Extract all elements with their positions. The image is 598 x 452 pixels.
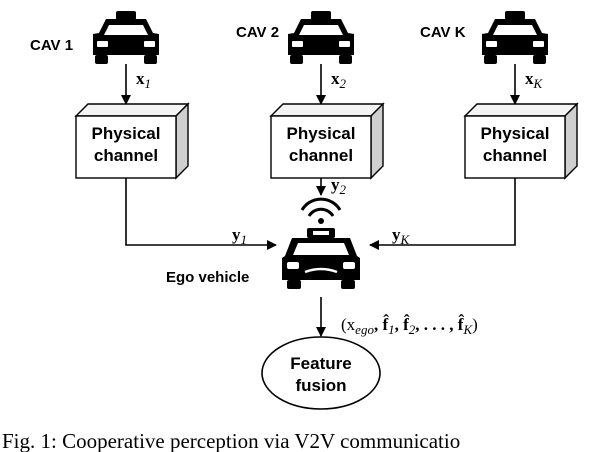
car-icon [93,11,159,64]
feature-fusion-label-line1: Feature [290,354,351,373]
cav-2-label: CAV 2 [236,24,279,41]
channel-k-label-line2: channel [483,146,547,165]
channel-2-label-line1: Physical [287,124,356,143]
yk-arrow [369,178,516,250]
cav-2-group: CAV 2 x2 Physical channel [236,11,384,179]
cav-1-group: CAV 1 x1 Physical channel [30,11,189,179]
feature-fusion-label-line2: fusion [296,376,347,395]
signal-y1-label: y1 [232,225,247,247]
signal-yk-label: yK [392,225,411,247]
car-icon [288,11,354,64]
y1-arrow [125,178,277,250]
car-icon [482,11,548,64]
fusion-input-label: (xego, f̂1, f̂2, . . . , f̂K) [341,315,478,337]
signal-xk-label: xK [525,69,544,91]
cav-1-label: CAV 1 [30,37,73,54]
ego-car-icon [282,228,360,289]
channel-1-label-line2: channel [94,146,158,165]
figure-caption: Fig. 1: Cooperative perception via V2V c… [2,429,460,452]
signal-y2-label: y2 [331,175,347,197]
channel-k-label-line1: Physical [481,124,550,143]
feature-fusion-node [261,336,381,410]
signal-x2-label: x2 [331,69,347,91]
wireless-signal-icon [300,197,342,224]
channel-1-label-line1: Physical [92,124,161,143]
cav-k-label: CAV K [420,24,466,41]
ego-vehicle-label: Ego vehicle [166,269,249,286]
cav-k-group: CAV K xK Physical channel [420,11,578,179]
signal-x1-label: x1 [136,69,151,91]
channel-2-label-line2: channel [289,146,353,165]
ego-vehicle: Ego vehicle [166,197,360,289]
